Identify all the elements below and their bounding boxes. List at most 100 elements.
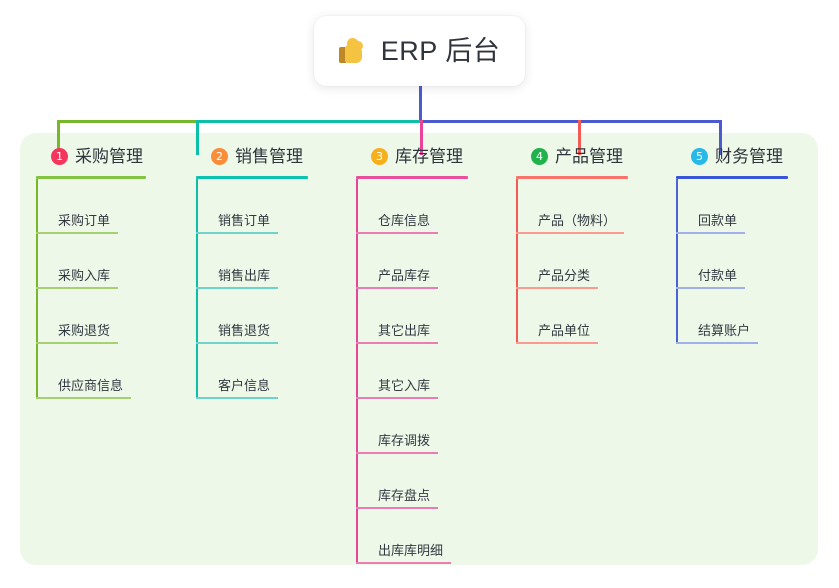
column-number-badge: 4 [531,147,548,165]
thumbs-up-icon [338,36,369,66]
leaf-label: 其它出库 [378,323,431,338]
column-title: 库存管理 [395,146,463,166]
column-leaf-list: 采购订单 采购入库 采购退货 供应商信息 [36,179,196,399]
leaf-item[interactable]: 其它出库 [356,289,516,344]
leaf-underline [356,507,438,509]
leaf-label: 出库库明细 [378,543,444,558]
leaf-label: 供应商信息 [58,378,124,393]
leaf-underline [196,342,278,344]
leaf-label: 产品（物料） [538,213,617,228]
connector-drop [196,120,199,155]
leaf-underline [356,452,438,454]
leaf-item[interactable]: 回款单 [676,179,836,234]
mindmap-column: 1 采购管理 采购订单 采购入库 采购退货 供应商信息 [36,143,196,399]
column-header[interactable]: 1 采购管理 [36,143,196,169]
column-underline [676,176,788,179]
root-stem [419,84,422,123]
column-spine [356,179,358,564]
leaf-label: 产品库存 [378,268,431,283]
column-title: 产品管理 [555,146,623,166]
leaf-item[interactable]: 销售订单 [196,179,356,234]
column-header[interactable]: 5 财务管理 [676,143,836,169]
leaf-underline [36,342,118,344]
column-underline [196,176,308,179]
leaf-item[interactable]: 产品（物料） [516,179,676,234]
leaf-item[interactable]: 销售出库 [196,234,356,289]
column-number-badge: 2 [211,147,228,165]
column-header[interactable]: 2 销售管理 [196,143,356,169]
mindmap-column: 2 销售管理 销售订单 销售出库 销售退货 客户信息 [196,143,356,399]
column-leaf-list: 产品（物料） 产品分类 产品单位 [516,179,676,344]
leaf-underline [676,232,745,234]
connector-bar-segment [57,120,196,123]
leaf-item[interactable]: 采购订单 [36,179,196,234]
column-leaf-list: 回款单 付款单 结算账户 [676,179,836,344]
leaf-item[interactable]: 采购退货 [36,289,196,344]
leaf-item[interactable]: 客户信息 [196,344,356,399]
leaf-item[interactable]: 出库库明细 [356,509,516,564]
leaf-item[interactable]: 付款单 [676,234,836,289]
leaf-label: 销售订单 [218,213,271,228]
leaf-label: 库存盘点 [378,488,431,503]
leaf-underline [196,397,278,399]
root-node-card[interactable]: ERP 后台 [314,16,525,86]
column-spine [196,179,198,399]
leaf-underline [36,232,118,234]
leaf-item[interactable]: 其它入库 [356,344,516,399]
column-underline [356,176,468,179]
column-underline [516,176,628,179]
mindmap-column: 5 财务管理 回款单 付款单 结算账户 [676,143,836,344]
leaf-label: 客户信息 [218,378,271,393]
column-leaf-list: 销售订单 销售出库 销售退货 客户信息 [196,179,356,399]
leaf-label: 销售退货 [218,323,271,338]
leaf-underline [676,287,745,289]
root-node-title: ERP 后台 [380,35,501,66]
leaf-underline [356,232,438,234]
connector-drop [719,120,722,155]
leaf-underline [356,562,451,564]
leaf-label: 产品分类 [538,268,591,283]
column-leaf-list: 仓库信息 产品库存 其它出库 其它入库 库存调拨 库存盘点 出库库明细 [356,179,516,564]
leaf-item[interactable]: 仓库信息 [356,179,516,234]
column-spine [516,179,518,344]
column-title: 销售管理 [235,146,303,166]
leaf-item[interactable]: 供应商信息 [36,344,196,399]
leaf-underline [356,342,438,344]
leaf-label: 销售出库 [218,268,271,283]
leaf-underline [196,287,278,289]
connector-bar-segment [196,120,420,123]
column-header[interactable]: 4 产品管理 [516,143,676,169]
column-spine [36,179,38,399]
leaf-underline [516,342,598,344]
column-spine [676,179,678,344]
leaf-item[interactable]: 库存盘点 [356,454,516,509]
leaf-label: 采购退货 [58,323,111,338]
leaf-label: 产品单位 [538,323,591,338]
leaf-item[interactable]: 结算账户 [676,289,836,344]
leaf-item[interactable]: 产品库存 [356,234,516,289]
connector-bar-segment [420,120,720,123]
leaf-item[interactable]: 采购入库 [36,234,196,289]
leaf-underline [516,287,598,289]
connector-drop [57,120,60,155]
leaf-underline [356,287,438,289]
leaf-label: 回款单 [698,213,738,228]
leaf-label: 库存调拨 [378,433,431,448]
column-title: 财务管理 [715,146,783,166]
column-underline [36,176,146,179]
leaf-underline [676,342,758,344]
leaf-underline [516,232,624,234]
mindmap-column: 4 产品管理 产品（物料） 产品分类 产品单位 [516,143,676,344]
root-node-content: ERP 后台 [338,35,501,66]
connector-drop [578,120,581,155]
leaf-item[interactable]: 库存调拨 [356,399,516,454]
mindmap-panel [20,133,818,565]
leaf-label: 其它入库 [378,378,431,393]
leaf-item[interactable]: 销售退货 [196,289,356,344]
mindmap-column: 3 库存管理 仓库信息 产品库存 其它出库 其它入库 库存调拨 库存盘点 出库库… [356,143,516,564]
leaf-item[interactable]: 产品单位 [516,289,676,344]
column-header[interactable]: 3 库存管理 [356,143,516,169]
leaf-item[interactable]: 产品分类 [516,234,676,289]
leaf-label: 采购订单 [58,213,111,228]
